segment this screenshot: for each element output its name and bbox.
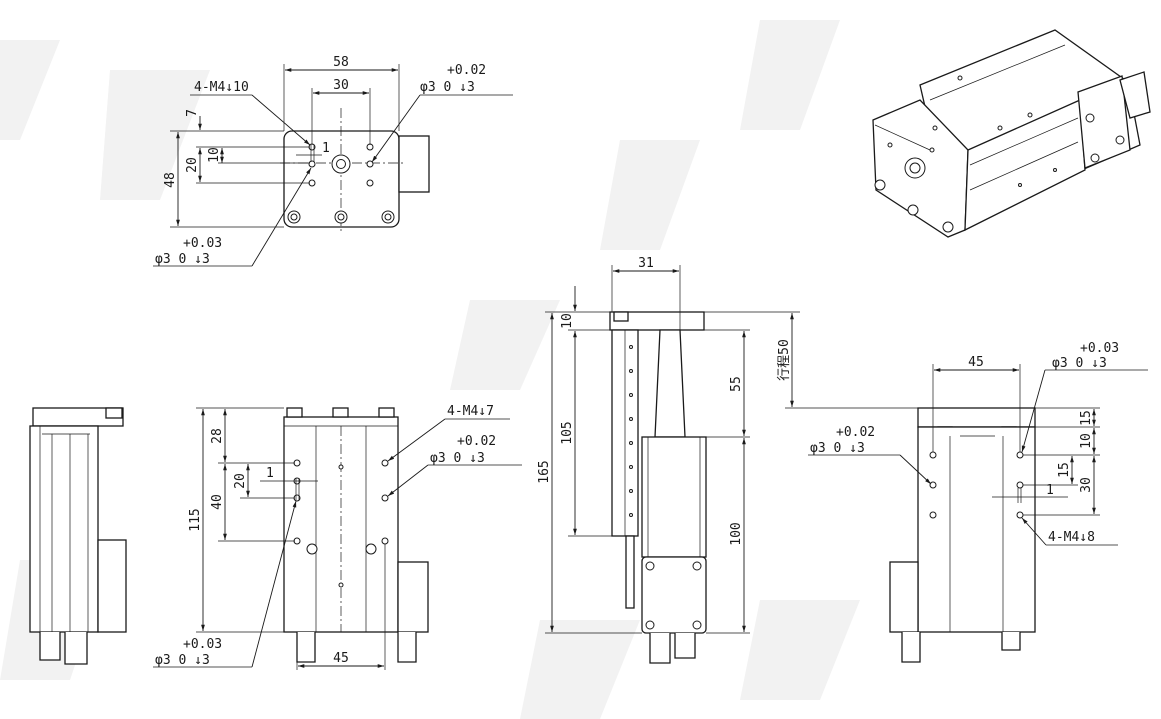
- top-pin-tolerance-left: +0.03: [183, 236, 222, 251]
- top-offset-7-dim: 7: [185, 109, 200, 117]
- side-width-31-dim: 31: [638, 256, 654, 271]
- side-body-100-dim: 100: [729, 522, 744, 545]
- side-plate-10-dim: 10: [560, 313, 575, 329]
- front-pin-spec-left: φ3 0 ↓3: [155, 653, 210, 668]
- front-offset-1-dim: 1: [266, 466, 274, 481]
- top-view: 58 30 48 7 20 10 1 4-M4↓10 +0.02 φ3 0 ↓3…: [153, 55, 513, 267]
- front-pin-tolerance-left: +0.03: [183, 637, 222, 652]
- front-thread-label: 4-M4↓7: [447, 404, 494, 419]
- top-pin-spec-left: φ3 0 ↓3: [155, 252, 210, 267]
- front-offset-28-dim: 28: [210, 428, 225, 444]
- left-side-view: [29, 407, 127, 665]
- front-view: 115 28 40 20 1 45 4-M4↓7 +0.02 φ3 0 ↓3 +…: [153, 404, 522, 670]
- side-rail-105-dim: 105: [560, 421, 575, 444]
- side-view: 31 10 105 165 55 100 行程50: [537, 256, 930, 664]
- side-stroke-label: 行程50: [777, 339, 792, 381]
- top-offset-1-dim: 1: [322, 141, 330, 156]
- rear-offset-15-dim: 15: [1057, 462, 1072, 478]
- rear-width-45-dim: 45: [968, 355, 984, 370]
- top-width-dim: 58: [333, 55, 349, 70]
- side-top-plate: [609, 311, 705, 331]
- top-pin-tolerance-right: +0.02: [447, 63, 486, 78]
- rear-offset-1-dim: 1: [1046, 483, 1054, 498]
- rear-top-plate: [917, 407, 1036, 428]
- front-offset-40-dim: 40: [210, 494, 225, 510]
- front-offset-20-dim: 20: [233, 473, 248, 489]
- side-cylinder-body: [641, 436, 707, 558]
- rear-plate-15-dim: 15: [1079, 410, 1094, 426]
- rear-offset-30-dim: 30: [1079, 477, 1094, 493]
- top-thread-label: 4-M4↓10: [194, 80, 249, 95]
- isometric-view: [872, 29, 1151, 238]
- rear-pin-spec-left: φ3 0 ↓3: [810, 441, 865, 456]
- side-motor-block: [641, 556, 707, 634]
- top-offset-10-dim: 10: [207, 147, 222, 163]
- rear-pin-spec-right: φ3 0 ↓3: [1052, 356, 1107, 371]
- rear-offset-10-dim: 10: [1079, 433, 1094, 449]
- watermark: [0, 20, 860, 719]
- front-pin-spec-right: φ3 0 ↓3: [430, 451, 485, 466]
- rear-body: [917, 426, 1036, 633]
- motor-housing: [398, 135, 430, 193]
- rear-pin-tolerance-left: +0.02: [836, 425, 875, 440]
- top-pin-spec-right: φ3 0 ↓3: [420, 80, 475, 95]
- rear-pin-tolerance-right: +0.03: [1080, 341, 1119, 356]
- top-height-dim: 48: [163, 172, 178, 188]
- rear-view: 45 15 10 15 30 1 4-M4↓8 +0.03 φ3 0 ↓3 +0…: [808, 341, 1148, 663]
- rear-thread-label: 4-M4↓8: [1048, 530, 1095, 545]
- top-hole-spacing-dim: 30: [333, 78, 349, 93]
- side-rod-55-dim: 55: [729, 376, 744, 392]
- top-offset-20-dim: 20: [185, 157, 200, 173]
- side-total-165-dim: 165: [537, 460, 552, 483]
- front-width-45-dim: 45: [333, 651, 349, 666]
- front-total-height-dim: 115: [188, 508, 203, 531]
- front-pin-tolerance-right: +0.02: [457, 434, 496, 449]
